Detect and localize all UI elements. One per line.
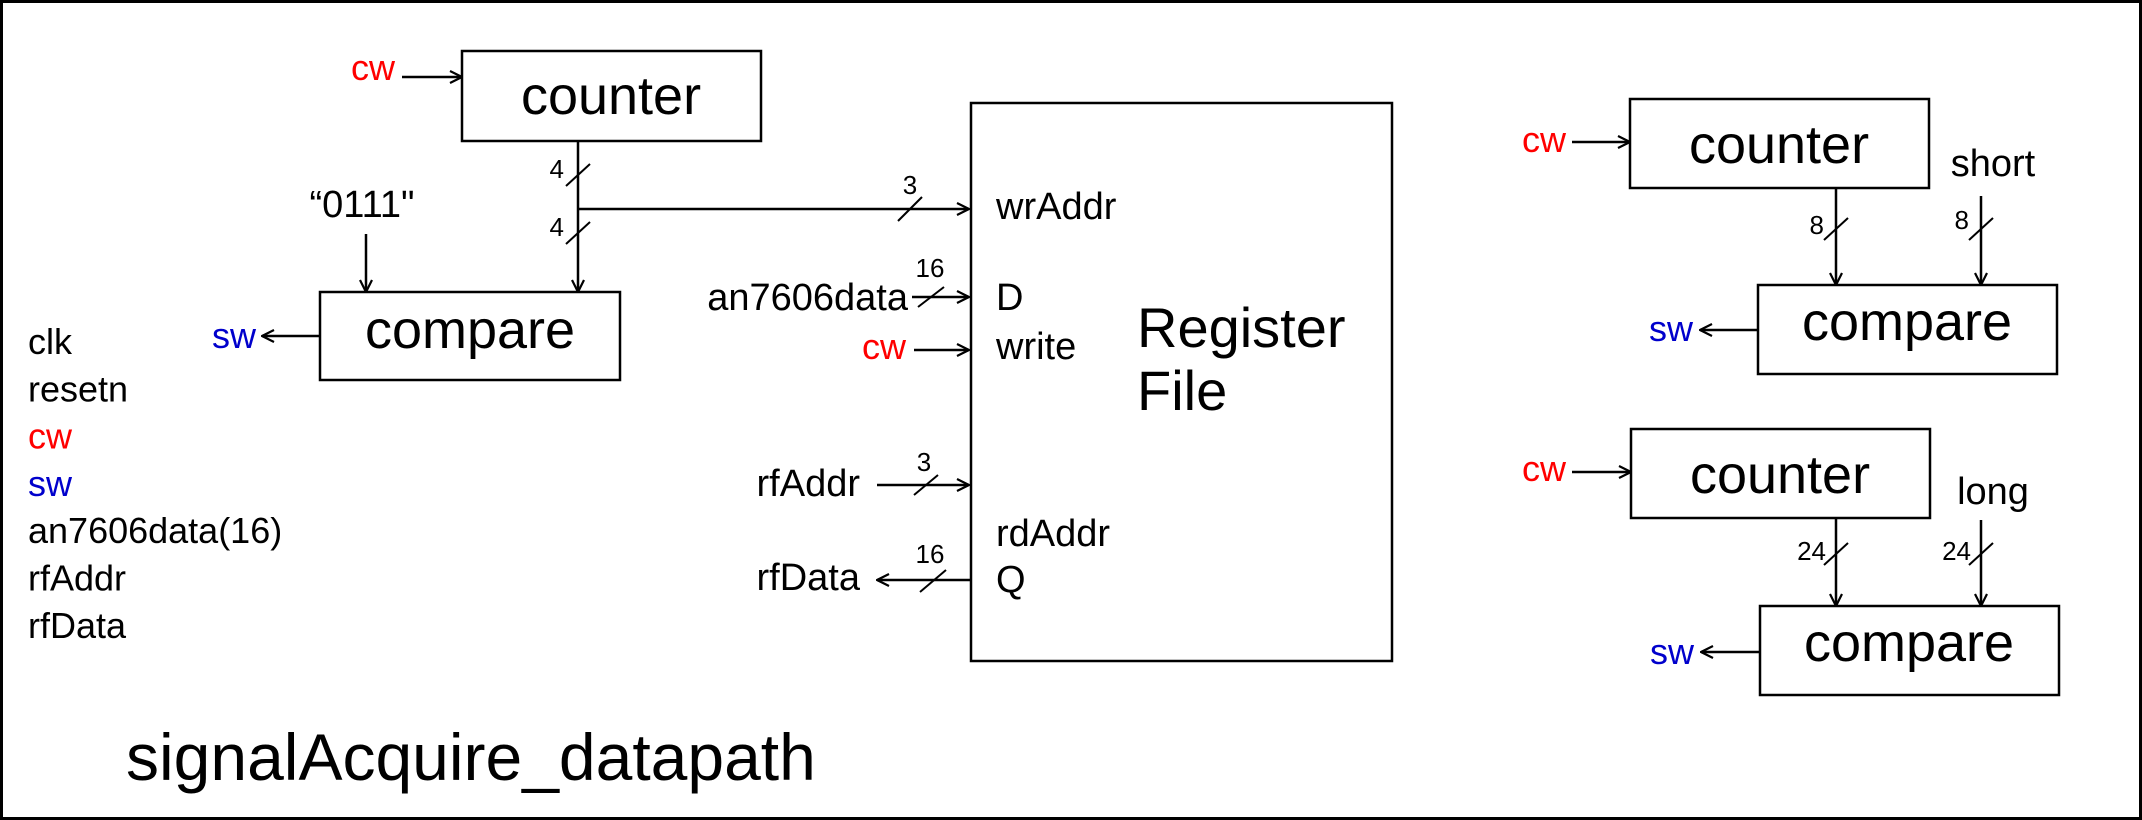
- bus-tick-an7606data: [917, 286, 945, 308]
- port-write: write: [995, 326, 1076, 368]
- rfaddr-label: rfAddr: [757, 463, 861, 505]
- bus-tick-wraddr: [897, 196, 923, 222]
- io-list-item: rfAddr: [28, 558, 126, 599]
- register-file-label-line2: File: [1137, 359, 1227, 422]
- bus-tick-rfdata: [919, 569, 947, 593]
- bus-width-wraddr: 3: [903, 170, 917, 200]
- counter-long-block: [1629, 427, 1932, 520]
- bus-tick-short-counter: [1823, 217, 1849, 241]
- io-list-item: cw: [28, 416, 73, 457]
- io-list: clk resetn cw sw an7606data(16) rfAddr rfData: [28, 321, 282, 646]
- const-0111-label: “0111": [309, 184, 414, 226]
- compare-long-label: compare: [1804, 613, 2014, 673]
- an7606data-label: an7606data: [707, 277, 909, 319]
- cw-label-long: cw: [1522, 448, 1567, 489]
- counter-short-block: [1628, 97, 1931, 190]
- compare1-block: [318, 290, 622, 382]
- cw-label-write: cw: [862, 326, 907, 367]
- counter1-group: cw counter: [351, 47, 763, 143]
- bus-tick-short-const: [1968, 217, 1994, 241]
- register-file-block: [969, 101, 1394, 663]
- bus-width-rfaddr: 3: [917, 447, 931, 477]
- port-wraddr: wrAddr: [995, 186, 1117, 228]
- bus-width-long-counter: 24: [1797, 536, 1826, 566]
- io-list-item: sw: [28, 463, 73, 504]
- bus-tick-compare1: [565, 221, 591, 245]
- compare-short-block: [1756, 283, 2059, 376]
- sw-label-short: sw: [1649, 308, 1694, 349]
- bus-width-compare1: 4: [550, 212, 564, 242]
- counter1-label: counter: [521, 66, 701, 126]
- compare-short-label: compare: [1802, 292, 2012, 352]
- io-list-item: resetn: [28, 368, 128, 409]
- diagram-title: signalAcquire_datapath: [126, 720, 816, 794]
- rfdata-label: rfData: [757, 557, 861, 599]
- io-list-item: rfData: [28, 605, 127, 646]
- register-file-label-line1: Register: [1137, 296, 1346, 359]
- port-rdaddr: rdAddr: [996, 513, 1110, 555]
- bus-tick-long-const: [1968, 542, 1994, 566]
- counter-long-label: counter: [1690, 445, 1870, 505]
- bus-tick-counter1: [565, 163, 591, 187]
- bus-width-short-const: 8: [1955, 205, 1969, 235]
- bus-tick-rfaddr: [913, 474, 939, 496]
- counter1-block: [460, 49, 763, 143]
- bus-width-an7606data: 16: [916, 253, 945, 283]
- short-group: cw counter short 8 8 compare sw: [1522, 97, 2059, 376]
- port-d: D: [996, 277, 1023, 319]
- compare1-label: compare: [365, 300, 575, 360]
- cw-label-counter1: cw: [351, 47, 396, 88]
- cw-label-short: cw: [1522, 119, 1567, 160]
- io-list-item: an7606data(16): [28, 510, 282, 551]
- bus-width-counter1: 4: [550, 154, 564, 184]
- long-group: cw counter long 24 24 compare sw: [1522, 427, 2061, 697]
- bus-tick-long-counter: [1823, 542, 1849, 566]
- bus-width-short-counter: 8: [1810, 210, 1824, 240]
- counter-short-label: counter: [1689, 115, 1869, 175]
- sw-label-compare1: sw: [212, 315, 257, 356]
- io-list-item: clk: [28, 321, 73, 362]
- port-q: Q: [996, 559, 1026, 601]
- sw-label-long: sw: [1650, 631, 1695, 672]
- long-label: long: [1957, 471, 2029, 513]
- bus-width-long-const: 24: [1942, 536, 1971, 566]
- short-label: short: [1951, 143, 2036, 185]
- compare1-group: compare sw: [212, 290, 622, 382]
- bus-width-rfdata: 16: [916, 539, 945, 569]
- compare-long-block: [1758, 604, 2061, 697]
